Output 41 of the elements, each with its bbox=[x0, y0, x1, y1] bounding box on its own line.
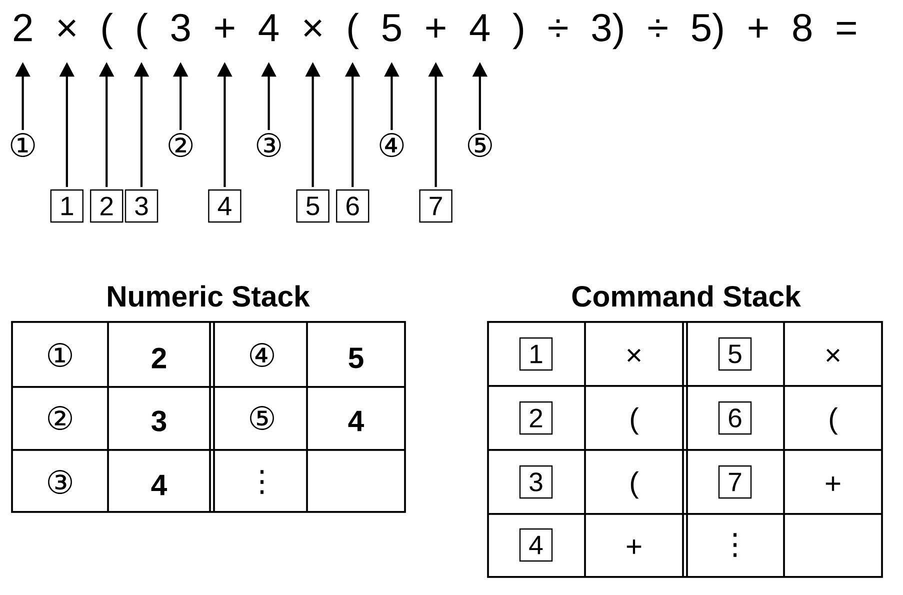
boxed-number: 1 bbox=[50, 189, 84, 223]
circled-number: ④ bbox=[250, 343, 274, 367]
vertical-ellipsis: ⋮ bbox=[260, 470, 264, 494]
boxed-number: 2 bbox=[90, 189, 124, 223]
boxed-number: 6 bbox=[336, 189, 370, 223]
vertical-ellipsis: ⋮ bbox=[734, 533, 737, 557]
stack-entry: 4 bbox=[348, 410, 364, 432]
circled-number: ⑤ bbox=[250, 406, 274, 430]
circled-number: ② bbox=[48, 406, 72, 430]
stack-entry: ( bbox=[630, 407, 639, 435]
circled-number: ③ bbox=[256, 133, 281, 157]
boxed-number: 7 bbox=[718, 465, 752, 499]
boxed-number: 4 bbox=[208, 189, 242, 223]
circled-number: ④ bbox=[380, 133, 404, 157]
stack-entry: ( bbox=[830, 407, 838, 435]
stack-entry: 3 bbox=[152, 410, 166, 432]
circled-number: ① bbox=[10, 133, 35, 157]
boxed-number: 6 bbox=[718, 401, 752, 435]
expression-text: 2 × ( ( 3 + 4 × ( 5 + 4 ) ÷ 3) ÷ 5) + 8 = bbox=[14, 12, 856, 50]
boxed-number: 3 bbox=[519, 465, 553, 499]
circled-number: ③ bbox=[48, 470, 72, 494]
table-title: Command Stack bbox=[572, 285, 801, 307]
boxed-number: 1 bbox=[519, 337, 553, 371]
boxed-number: 5 bbox=[718, 337, 752, 371]
boxed-number: 2 bbox=[519, 401, 553, 435]
circled-number: ② bbox=[168, 133, 193, 157]
circled-number: ① bbox=[48, 343, 72, 367]
stack-entry: × bbox=[826, 348, 840, 362]
stack-entry: + bbox=[626, 540, 642, 554]
boxed-number: 4 bbox=[519, 528, 553, 562]
stack-entry: 2 bbox=[152, 348, 166, 368]
boxed-number: 7 bbox=[419, 189, 452, 223]
circled-number: ⑤ bbox=[468, 133, 492, 157]
table-title: Numeric Stack bbox=[108, 285, 310, 307]
stack-entry: 4 bbox=[151, 474, 168, 496]
boxed-number: 5 bbox=[296, 189, 330, 223]
stack-entry: ( bbox=[630, 471, 639, 499]
stack-entry: + bbox=[826, 476, 840, 491]
boxed-number: 3 bbox=[124, 189, 158, 223]
stack-entry: × bbox=[627, 348, 641, 362]
stack-entry: 5 bbox=[348, 348, 364, 368]
